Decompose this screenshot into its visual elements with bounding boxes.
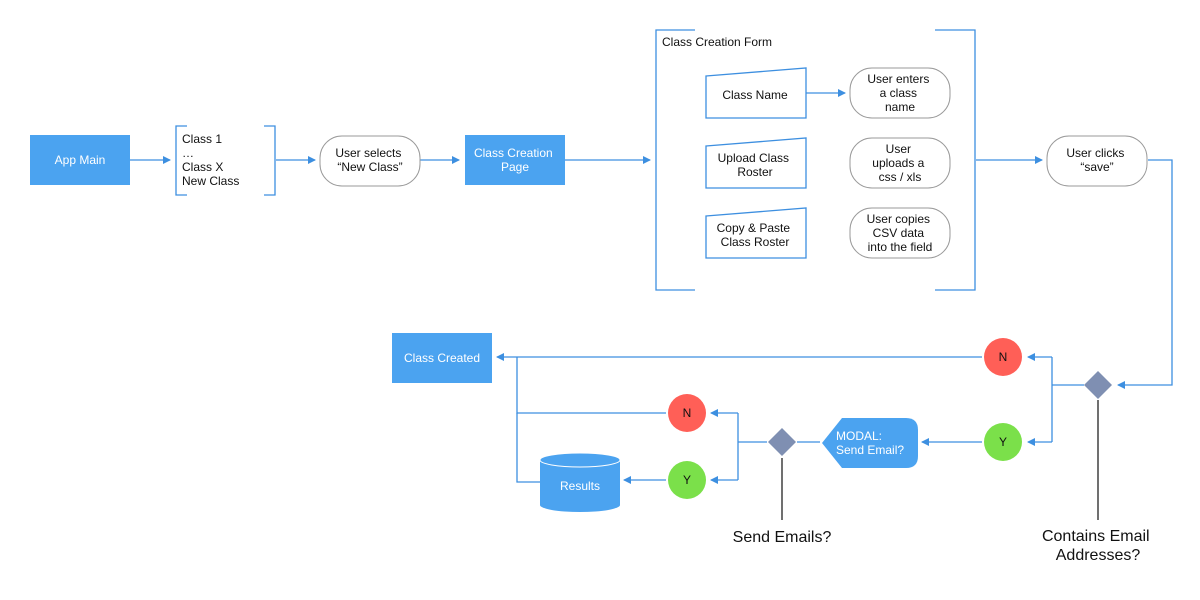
uploads-file-line-2: uploads a <box>872 156 924 170</box>
copies-csv-text: User copies CSV data into the field <box>867 212 934 254</box>
creation-page-line-2: Page <box>501 160 529 174</box>
creation-page-text: Class Creation Page <box>474 146 556 174</box>
yes-label-email-check: Y <box>999 435 1007 449</box>
no-label-send-emails: N <box>683 406 692 420</box>
upload-roster-text: Upload Class Roster <box>718 151 793 179</box>
class-created-node: Class Created <box>392 333 492 383</box>
uploads-file-node: User uploads a css / xls <box>849 137 951 189</box>
copies-csv-line-2: CSV data <box>873 226 925 240</box>
paste-roster-line-1: Copy & Paste <box>717 221 791 235</box>
user-selects-text: User selects “New Class” <box>335 146 404 174</box>
enters-name-line-3: name <box>885 100 915 114</box>
connectors <box>130 89 1173 520</box>
send-emails-question-text: Send Emails? <box>733 529 832 546</box>
no-node-send-emails: N <box>668 394 706 432</box>
paste-roster-input-node: Copy & Paste Class Roster <box>705 207 807 259</box>
no-node-email-check: N <box>984 338 1022 376</box>
app-main-label: App Main <box>55 153 106 167</box>
connector-decision2-fork <box>737 413 767 480</box>
modal-line-2: Send Email? <box>836 443 904 457</box>
creation-page-node: Class Creation Page <box>465 135 565 185</box>
paste-roster-text: Copy & Paste Class Roster <box>717 221 794 249</box>
user-selects-line-1: User selects <box>335 146 401 160</box>
results-label: Results <box>560 479 600 493</box>
class-list-node: Class 1 … Class X New Class <box>175 125 276 196</box>
contains-email-question-text: Contains Email Addresses? <box>1042 528 1154 564</box>
enters-name-line-1: User enters <box>867 72 929 86</box>
send-emails-question: Send Emails? <box>733 529 832 546</box>
modal-text: MODAL: Send Email? <box>836 429 904 457</box>
connector-results-to-created <box>516 413 540 483</box>
app-main-node: App Main <box>30 135 130 185</box>
enters-name-node: User enters a class name <box>849 67 951 119</box>
contains-email-decision <box>1084 371 1112 399</box>
yes-label-send-emails: Y <box>683 473 691 487</box>
clicks-save-node: User clicks “save” <box>1046 135 1148 187</box>
copies-csv-line-3: into the field <box>868 240 933 254</box>
class-list-line-3: Class X <box>182 160 223 174</box>
class-creation-form-group: Class Creation Form Class Name Upload Cl… <box>655 29 976 291</box>
send-emails-decision <box>768 428 796 456</box>
creation-page-line-1: Class Creation <box>474 146 553 160</box>
enters-name-line-2: a class <box>880 86 917 100</box>
upload-roster-line-2: Roster <box>737 165 772 179</box>
contains-email-line-1: Contains Email <box>1042 528 1150 545</box>
clicks-save-text: User clicks “save” <box>1066 146 1127 174</box>
yes-node-send-emails: Y <box>668 461 706 499</box>
modal-line-1: MODAL: <box>836 429 882 443</box>
class-name-input-node: Class Name <box>705 67 807 119</box>
class-list-line-4: New Class <box>182 174 239 188</box>
upload-roster-input-node: Upload Class Roster <box>705 137 807 189</box>
no-label-email-check: N <box>999 350 1008 364</box>
copies-csv-line-1: User copies <box>867 212 930 226</box>
contains-email-line-2: Addresses? <box>1056 547 1141 564</box>
uploads-file-line-3: css / xls <box>879 170 922 184</box>
uploads-file-line-1: User <box>886 142 911 156</box>
user-selects-line-2: “New Class” <box>337 160 402 174</box>
connector-save-to-decision <box>1117 159 1173 389</box>
enters-name-text: User enters a class name <box>867 72 932 114</box>
user-selects-node: User selects “New Class” <box>319 135 421 187</box>
class-created-label: Class Created <box>404 351 480 365</box>
class-list-line-1: Class 1 <box>182 132 222 146</box>
class-name-label: Class Name <box>722 88 788 102</box>
results-database-node: Results <box>539 452 621 512</box>
upload-roster-line-1: Upload Class <box>718 151 789 165</box>
clicks-save-line-2: “save” <box>1080 160 1113 174</box>
yes-node-email-check: Y <box>984 423 1022 461</box>
connector-n2-to-created <box>516 357 666 414</box>
modal-node: MODAL: Send Email? <box>822 418 918 468</box>
form-title: Class Creation Form <box>662 35 772 49</box>
connector-decision-fork <box>1051 357 1084 442</box>
clicks-save-line-1: User clicks <box>1066 146 1124 160</box>
class-list-text: Class 1 … Class X New Class <box>182 132 239 188</box>
copies-csv-node: User copies CSV data into the field <box>849 207 951 259</box>
uploads-file-text: User uploads a css / xls <box>872 142 927 184</box>
paste-roster-line-2: Class Roster <box>721 235 790 249</box>
contains-email-question: Contains Email Addresses? <box>1042 528 1154 564</box>
class-list-line-2: … <box>182 146 194 160</box>
